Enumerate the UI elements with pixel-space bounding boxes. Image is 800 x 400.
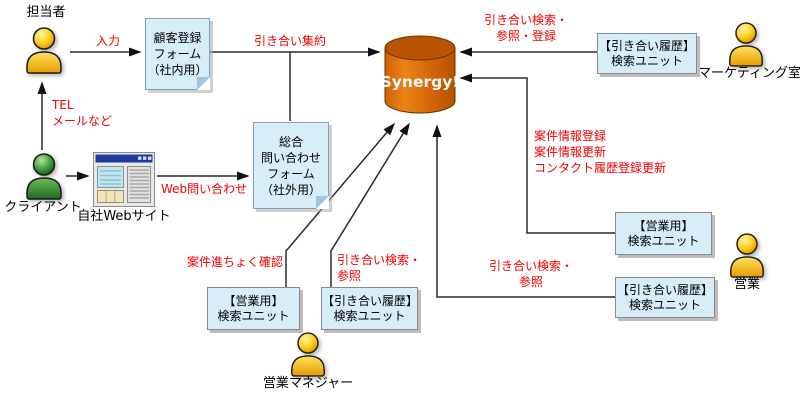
customer-registration-form: 顧客登録 フォーム （社内用） (145, 18, 210, 90)
actor-marketing-label: マーケティング室 (698, 66, 800, 81)
unit-manager: 【営業用】 検索ユニット (207, 287, 300, 330)
person-icon-sales-manager (291, 332, 325, 377)
general-inquiry-form: 総合 問い合わせ フォーム （社外用） (253, 122, 329, 209)
edge-sales-unit (459, 73, 615, 234)
synergy-label: Synergy! (384, 73, 456, 91)
actor-client-label: クライアント (4, 200, 82, 215)
website-label: 自社Webサイト (77, 209, 171, 224)
person-icon-marketing (729, 22, 763, 67)
label-tel: TEL メールなど (52, 98, 113, 128)
label-web-inquiry: Web問い合わせ (161, 182, 248, 196)
person-icon-sales (730, 233, 764, 278)
website-icon (93, 152, 155, 207)
actor-sales-manager-label: 営業マネジャー (262, 376, 354, 391)
unit-marketing-history: 【引き合い履歴】 検索ユニット (597, 33, 697, 74)
actor-sales-label: 営業 (733, 277, 760, 292)
label-case-info: 案件情報登録 案件情報更新 コンタクト履歴登録更新 (534, 129, 667, 175)
label-search-ref-mid: 引き合い検索・ 参照 (337, 253, 422, 283)
edge-manager-history-unit (330, 122, 410, 287)
person-icon-client (26, 153, 62, 200)
label-search-ref-right: 引き合い検索・ 参照 (488, 259, 573, 289)
unit-sales: 【営業用】 検索ユニット (615, 212, 712, 255)
label-aggregate: 引き合い集約 (253, 34, 326, 48)
label-input: 入力 (95, 34, 120, 48)
actor-tantousha-label: 担当者 (26, 5, 66, 20)
edge-sales-history-unit (432, 124, 615, 298)
unit-manager-history: 【引き合い履歴】 検索ユニット (321, 287, 418, 330)
synergy-database-cylinder: Synergy! (384, 35, 456, 114)
label-progress-check: 案件進ちょく確認 (187, 255, 284, 269)
edge-manager-unit (285, 122, 395, 287)
label-search-ref-register: 引き合い検索・ 参照・登録 (483, 13, 568, 43)
person-icon-tantousha (26, 27, 62, 74)
unit-sales-history: 【引き合い履歴】 検索ユニット (615, 277, 715, 318)
